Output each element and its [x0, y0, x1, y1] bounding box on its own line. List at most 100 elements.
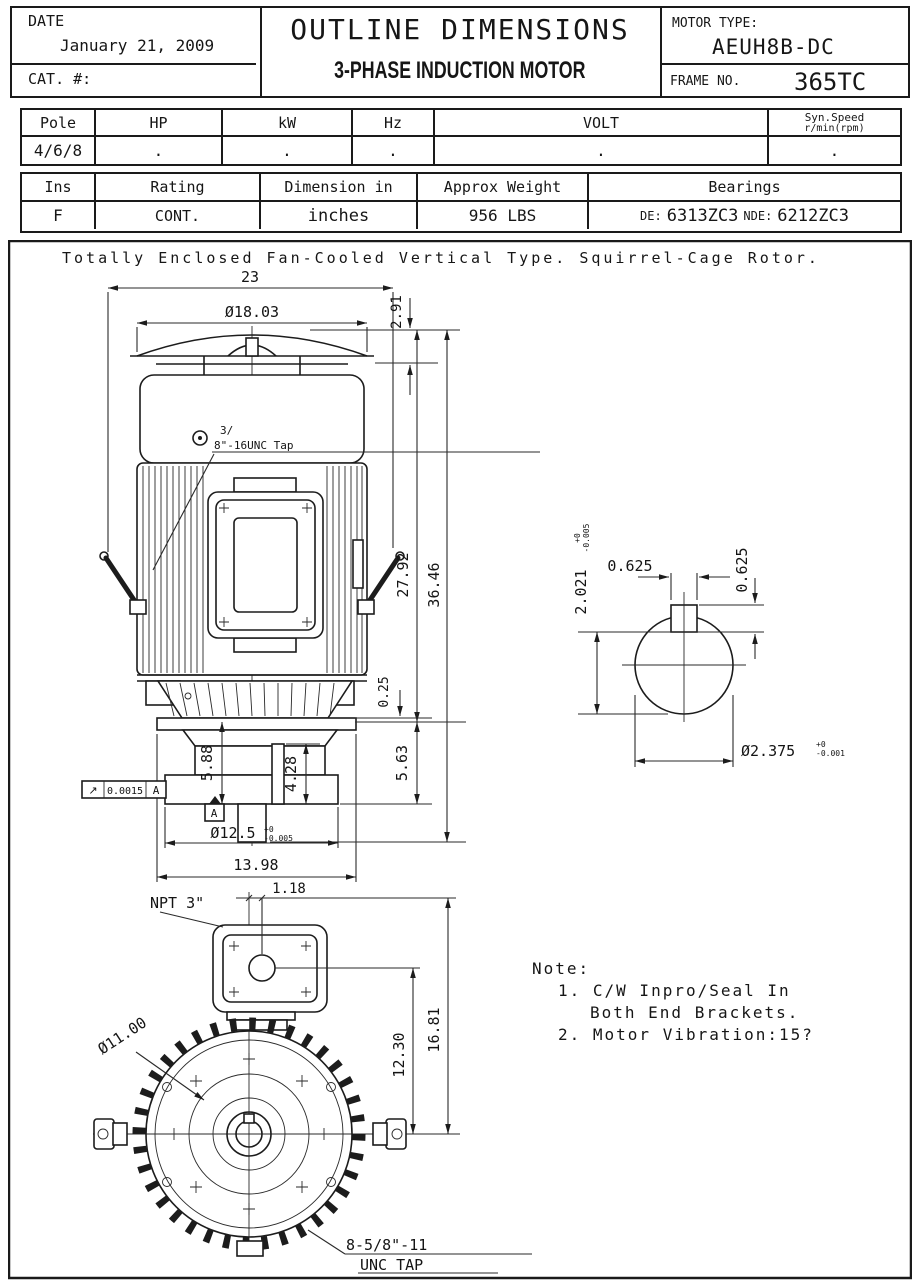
tap-label-line2: 8"-16UNC Tap — [214, 439, 293, 452]
bearing-nde-label: NDE: — [743, 208, 773, 223]
val-rating: CONT. — [96, 202, 261, 229]
col-syn-speed-line2: r/min(rpm) — [804, 122, 865, 134]
motor-type-label: MOTOR TYPE: — [672, 16, 759, 31]
bearing-nde-value: 6212ZC3 — [777, 205, 849, 226]
col-ins: Ins — [22, 174, 96, 200]
eye-bolt-left — [99, 551, 147, 615]
drawing-area: 23 Ø18.03 2.91 27.92 36.46 0.25 5.63 5.8… — [8, 240, 912, 1280]
cooling-fins-right — [326, 466, 363, 673]
dim-top-to-center: 16.81 — [425, 1007, 443, 1052]
shaft-key-detail: 0.625 0.625 2.021 +0 -0.005 Ø2.375 +0 -0… — [572, 523, 845, 767]
col-kw: kW — [223, 110, 353, 135]
tap-size-label: 8-5/8"-11 — [346, 1236, 427, 1254]
dim-key-height: 0.625 — [733, 547, 751, 592]
bearing-de-label: DE: — [640, 208, 662, 223]
col-hz: Hz — [353, 110, 435, 135]
title-block-divider-2 — [660, 8, 662, 96]
doc-subtitle: 3-PHASE INDUCTION MOTOR — [334, 57, 586, 84]
val-weight: 956 LBS — [418, 202, 589, 229]
col-rating: Rating — [96, 174, 261, 200]
fan-cover-arc — [136, 334, 368, 357]
dim-base-width: 13.98 — [233, 856, 278, 874]
drawing-border — [8, 240, 912, 1280]
shaft-keyway-bottom — [243, 1113, 255, 1124]
conduit-box-screws — [229, 941, 311, 997]
dim-total-height: 36.46 — [425, 562, 443, 607]
bearing-de-value: 6313ZC3 — [666, 205, 739, 226]
val-ins: F — [22, 202, 96, 229]
hub — [226, 1111, 272, 1157]
bell-shroud — [156, 680, 354, 719]
col-hp: HP — [96, 110, 223, 135]
tap-label-line1: 3/ — [220, 424, 233, 437]
val-volt: . — [435, 137, 769, 164]
dim-bolt-circle: Ø11.00 — [95, 1014, 150, 1059]
pilot-boss — [164, 774, 339, 805]
type-frame-divider — [662, 63, 908, 65]
fcf-tolerance: 0.0015 — [107, 786, 143, 797]
shaft-dia-tol-minus: -0.001 — [816, 749, 845, 758]
spec-table-electrical: Pole HP kW Hz VOLT Syn.Speed r/min(rpm) … — [20, 108, 902, 166]
tap-callout: 3/ 8"-16UNC Tap — [152, 424, 540, 571]
dim-bracket-depth: 5.88 — [198, 745, 216, 781]
side-boss-left — [93, 1118, 128, 1150]
datum-flag: A — [204, 796, 225, 822]
val-dimension: inches — [261, 202, 418, 229]
bell-ribs — [165, 682, 335, 717]
side-lug — [352, 539, 364, 589]
dim-key-width: 0.625 — [607, 557, 652, 575]
title-block: DATE January 21, 2009 CAT. #: OUTLINE DI… — [10, 6, 910, 98]
col-syn-speed: Syn.Speed r/min(rpm) — [769, 110, 900, 135]
date-value: January 21, 2009 — [60, 36, 215, 55]
depth-tol-minus: -0.005 — [582, 523, 591, 552]
pilot-tol-minus: -0.005 — [264, 834, 293, 843]
note-line-1: 1. C/W Inpro/Seal In — [558, 981, 791, 1000]
fcf-datum-ref: A — [153, 784, 160, 797]
runout-icon: ↗ — [88, 784, 97, 797]
val-syn: . — [829, 141, 840, 160]
date-label: DATE — [28, 12, 65, 30]
front-view-drawing: 23 Ø18.03 2.91 27.92 36.46 0.25 5.63 5.8… — [81, 268, 540, 882]
val-hp: . — [96, 137, 223, 164]
bolt-cross-marks — [168, 1053, 330, 1215]
depth-tol-plus: +0 — [573, 533, 582, 543]
shaft-side-rod — [271, 743, 285, 805]
cooling-fins-left — [142, 466, 204, 673]
pilot-tol-plus: +0 — [264, 825, 274, 834]
fan-ring-teeth — [132, 1017, 366, 1251]
side-boss-right — [372, 1118, 407, 1150]
shaft-dia-tol-plus: +0 — [816, 740, 826, 749]
note-title: Note: — [532, 959, 591, 978]
col-dimension: Dimension in — [261, 174, 418, 200]
col-volt: VOLT — [435, 110, 769, 135]
frame-label: FRAME NO. — [670, 74, 741, 89]
terminal-box-screws — [219, 503, 312, 627]
feature-control-frame: ↗ 0.0015 A — [81, 780, 167, 799]
col-bearings: Bearings — [708, 178, 781, 196]
date-cat-divider — [12, 63, 256, 65]
val-kw: . — [223, 137, 353, 164]
frame-value: 365TC — [794, 68, 867, 96]
bottom-view-drawing: NPT 3" 1.18 Ø11.00 12.30 16.81 8-5/8"-11… — [93, 881, 532, 1274]
dim-body-height: 27.92 — [394, 552, 412, 597]
npt-hole — [248, 954, 276, 982]
val-bearings: DE: 6313ZC3 NDE: 6212ZC3 — [589, 202, 900, 229]
col-pole: Pole — [22, 110, 96, 135]
val-hz: . — [353, 137, 435, 164]
datum-label: A — [211, 807, 218, 820]
tap-type-label: UNC TAP — [360, 1256, 423, 1274]
npt-label: NPT 3" — [150, 894, 204, 912]
drawing-caption: Totally Enclosed Fan-Cooled Vertical Typ… — [62, 249, 820, 267]
shaft — [237, 803, 267, 843]
eye-bolt-right — [357, 551, 405, 615]
note-block: Note: 1. C/W Inpro/Seal In Both End Brac… — [532, 958, 814, 1046]
dim-overall-width: 23 — [241, 268, 259, 286]
dim-flange-lip: 0.25 — [377, 676, 392, 707]
dim-keyseat-depth: 2.021 — [572, 569, 590, 614]
dim-npt-offset: 1.18 — [272, 881, 306, 897]
dim-boss-height: 4.28 — [282, 756, 300, 792]
title-block-divider-1 — [260, 8, 262, 96]
col-syn-speed-line1: Syn.Speed — [804, 110, 865, 124]
spec-table-mechanical: Ins Rating Dimension in Approx Weight Be… — [20, 172, 902, 233]
